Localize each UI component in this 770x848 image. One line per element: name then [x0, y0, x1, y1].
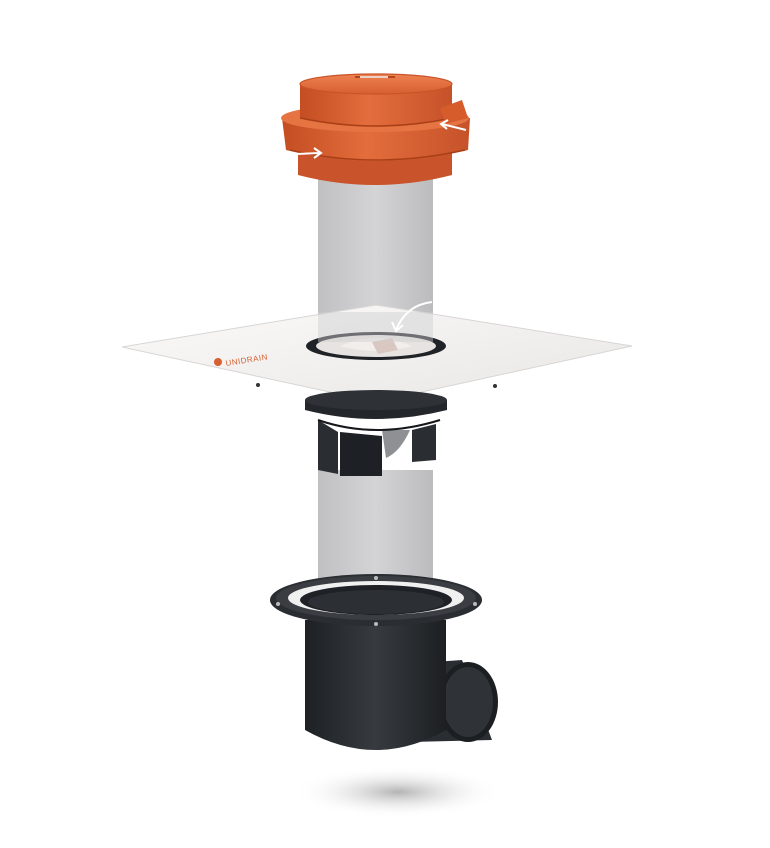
shaft-lower: [318, 470, 433, 590]
arrow-curved-icon: [391, 301, 433, 333]
arrow-right-icon: [439, 119, 467, 131]
brand-logo-mark: [214, 358, 222, 366]
clamping-ring-assembly: [305, 390, 447, 476]
rotate-arrow-icon: [295, 147, 323, 159]
waterproof-membrane: UNIDRAIN: [121, 304, 633, 403]
orange-grate-insert: [281, 73, 470, 185]
floor-shadow: [293, 766, 503, 818]
drain-body: [270, 574, 498, 750]
